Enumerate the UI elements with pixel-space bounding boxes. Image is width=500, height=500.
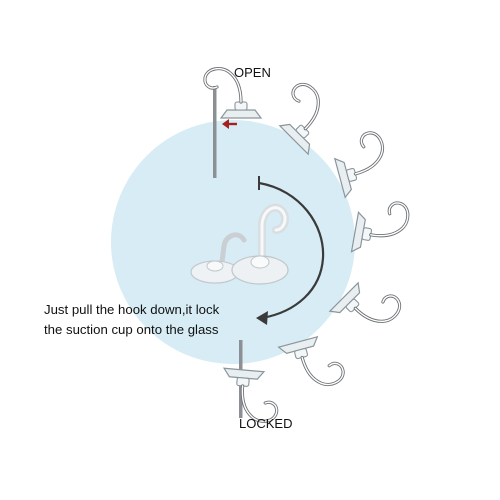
hook-position-4 bbox=[349, 194, 412, 262]
open-label: OPEN bbox=[234, 65, 271, 80]
instruction-caption: Just pull the hook down,it lock the suct… bbox=[44, 300, 219, 340]
background-circle bbox=[111, 120, 355, 364]
locked-label: LOCKED bbox=[239, 416, 293, 431]
glass-pane-top bbox=[213, 86, 217, 178]
caption-line-1: Just pull the hook down,it lock bbox=[44, 302, 220, 317]
red-arrow-icon bbox=[222, 119, 237, 129]
caption-line-2: the suction cup onto the glass bbox=[44, 322, 219, 337]
hook-position-7 bbox=[218, 366, 282, 424]
suction-cup-hook-icon bbox=[190, 203, 289, 285]
curved-arrow-icon bbox=[256, 176, 325, 325]
